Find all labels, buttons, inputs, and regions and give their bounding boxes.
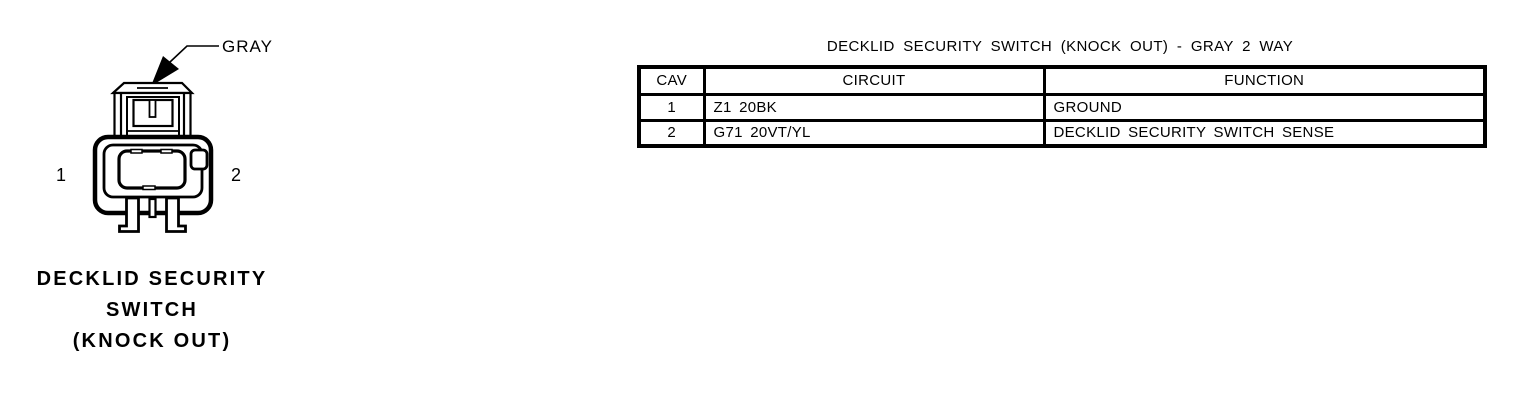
col-header-cav: CAV [637, 65, 706, 96]
connector-legs [118, 196, 187, 233]
connector-color-label: GRAY [222, 37, 273, 56]
connector-keyway-notch [189, 148, 209, 171]
col-header-circuit: CIRCUIT [702, 65, 1046, 96]
circuit-cell: Z1 20BK [702, 92, 1046, 122]
connector-figure: GRAY [0, 0, 320, 408]
connector-latch [110, 81, 195, 141]
table-row: 1 Z1 20BK GROUND [637, 92, 1487, 122]
caption-line-3: (KNOCK OUT) [72, 330, 232, 352]
table-header-row: CAV CIRCUIT FUNCTION [637, 65, 1487, 96]
pinout-table: CAV CIRCUIT FUNCTION 1 Z1 20BK GROUND 2 … [637, 65, 1487, 148]
col-header-function: FUNCTION [1042, 65, 1487, 96]
pin-1-label: 1 [56, 165, 66, 185]
function-cell: DECKLID SECURITY SWITCH SENSE [1042, 118, 1487, 148]
cav-cell: 1 [637, 92, 706, 122]
table-row: 2 G71 20VT/YL DECKLID SECURITY SWITCH SE… [637, 118, 1487, 148]
pinout-table-section: DECKLID SECURITY SWITCH (KNOCK OUT) - GR… [637, 38, 1487, 148]
connector-caption: DECKLID SECURITY SWITCH (KNOCK OUT) [14, 264, 290, 357]
color-callout-arrow-icon [151, 45, 219, 86]
caption-line-2: SWITCH [105, 299, 199, 321]
connector-cavity [117, 148, 187, 191]
function-cell: GROUND [1042, 92, 1487, 122]
cav-cell: 2 [637, 118, 706, 148]
connector-drawing: GRAY [56, 37, 273, 233]
pinout-table-title: DECKLID SECURITY SWITCH (KNOCK OUT) - GR… [826, 38, 1294, 55]
pin-2-label: 2 [231, 165, 241, 185]
circuit-cell: G71 20VT/YL [702, 118, 1046, 148]
caption-line-1: DECKLID SECURITY [36, 268, 268, 290]
